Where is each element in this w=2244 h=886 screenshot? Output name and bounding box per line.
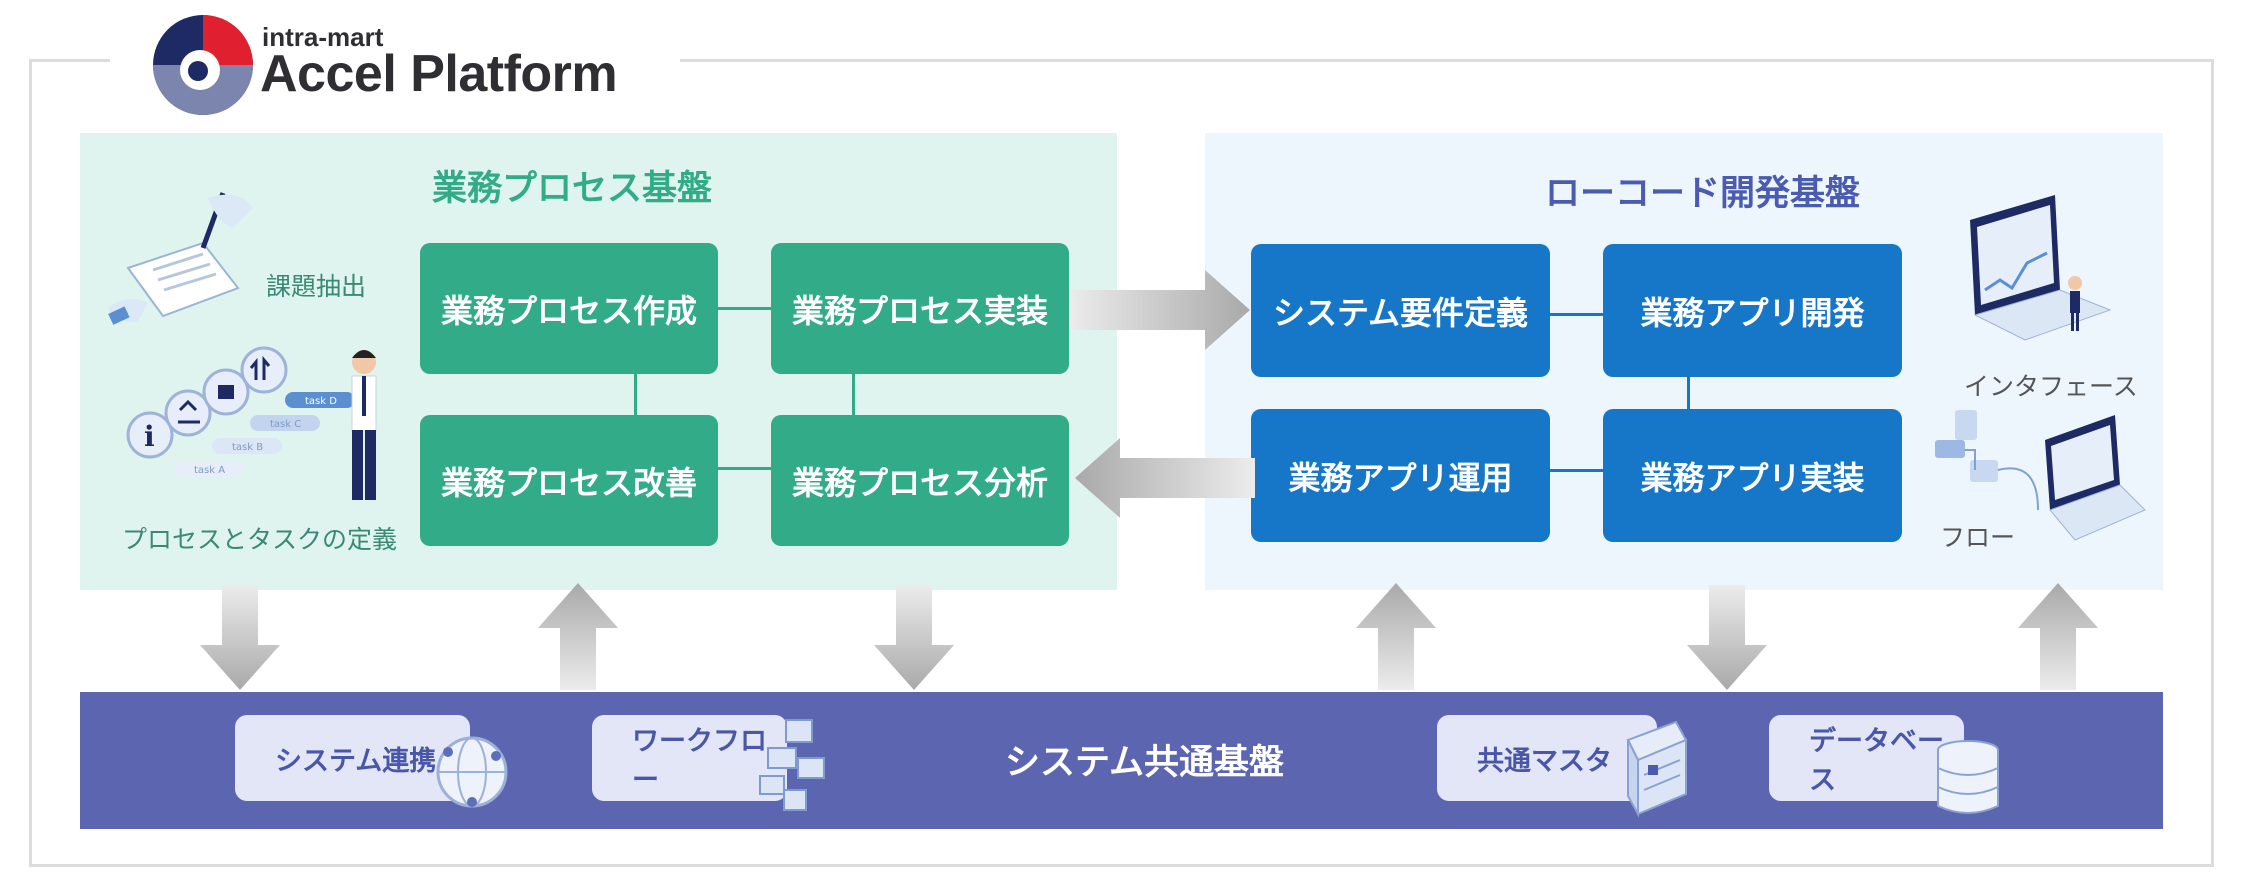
arrow-up-icon [2018, 583, 2098, 690]
globe-network-icon [436, 736, 508, 808]
database-icon [1937, 740, 1999, 814]
chip-database: データベース [1769, 715, 1964, 801]
connector-line [1550, 313, 1603, 316]
arrow-down-icon [1687, 585, 1767, 690]
app-implement-box: 業務アプリ実装 [1603, 409, 1902, 542]
system-common-title: システム共通基盤 [1005, 743, 1284, 783]
interface-label: インタフェース [1964, 372, 2138, 401]
app-operate-box: 業務アプリ運用 [1251, 409, 1550, 542]
process-task-definition-label: プロセスとタスクの定義 [122, 525, 398, 554]
process-analyze-box: 業務プロセス分析 [771, 415, 1069, 546]
chip-label: 共通マスタ [1477, 745, 1612, 777]
app-develop-box: 業務アプリ開発 [1603, 244, 1902, 377]
svg-text:i: i [144, 420, 155, 453]
outer-frame [29, 59, 2214, 867]
flow-laptop-icon [1935, 410, 2146, 541]
arrow-down-icon [874, 585, 954, 690]
process-improve-box: 業務プロセス改善 [420, 415, 718, 546]
flow-label: フロー [1940, 523, 2016, 552]
process-implement-box: 業務プロセス実装 [771, 243, 1069, 374]
process-task-illustration-icon: i task D task C task B task A [126, 346, 377, 500]
brand-small: intra-mart [262, 22, 384, 52]
chip-label: システム連携 [275, 745, 437, 777]
connector-line [718, 307, 771, 310]
business-process-title: 業務プロセス基盤 [432, 169, 713, 209]
chip-common-master: 共通マスタ [1437, 715, 1657, 801]
chip-system-integration: システム連携 [235, 715, 470, 801]
connector-line [852, 374, 855, 415]
issue-extraction-label: 課題抽出 [266, 272, 367, 301]
task-a-text: task A [194, 465, 225, 476]
task-b-text: task B [232, 442, 263, 453]
arrow-left-icon [1075, 438, 1255, 518]
task-d-text: task D [305, 396, 337, 407]
process-create-box: 業務プロセス作成 [420, 243, 718, 374]
arrow-up-icon [1356, 583, 1436, 690]
chip-workflow: ワークフロー [592, 715, 787, 801]
low-code-title: ローコード開発基盤 [1545, 174, 1861, 214]
workflow-icon [759, 719, 825, 811]
brand-name: Accel Platform [260, 45, 618, 103]
master-server-icon [1626, 720, 1688, 818]
system-requirements-box: システム要件定義 [1251, 244, 1550, 377]
intra-mart-logo-icon [153, 15, 253, 115]
connector-line [718, 467, 771, 470]
chip-label: データベース [1809, 726, 1944, 796]
interface-laptop-icon [1970, 195, 2112, 341]
chip-label: ワークフロー [632, 726, 767, 796]
connector-line [1687, 377, 1690, 409]
task-c-text: task C [270, 419, 301, 430]
arrow-up-icon [538, 583, 618, 690]
document-writing-icon [108, 192, 253, 325]
arrow-down-icon [200, 585, 280, 690]
connector-line [634, 374, 637, 415]
connector-line [1550, 469, 1603, 472]
arrow-right-icon [1070, 270, 1250, 350]
